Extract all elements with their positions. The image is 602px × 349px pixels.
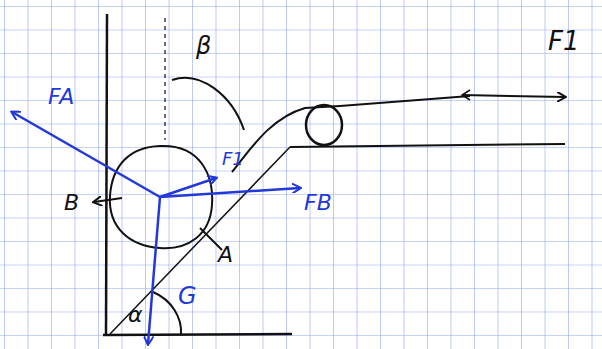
force-label: G [178,284,197,308]
angle-label: β [196,34,211,58]
force-label: FA [48,86,74,108]
force-label: F1 [222,150,244,168]
force-label: F1 [548,28,580,54]
point-label: B [64,192,79,214]
force-label: FB [304,192,332,214]
angle-label: α [128,304,143,326]
point-label: A [218,244,233,266]
